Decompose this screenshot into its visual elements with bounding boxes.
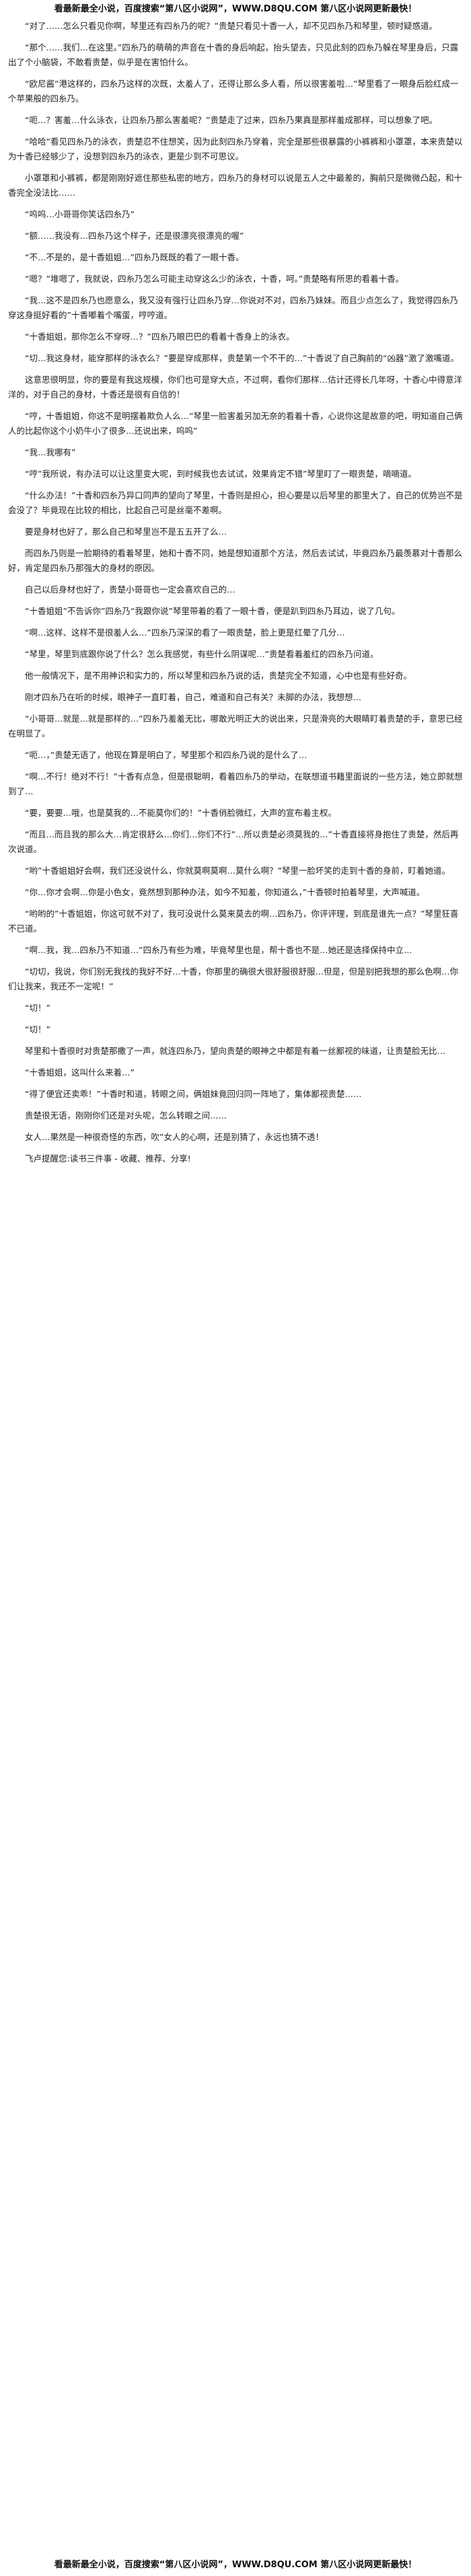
paragraph: 贵楚很无语，刚刚你们还是对头呢，怎么转眼之间……: [25, 1110, 227, 1121]
paragraph: “琴里，琴里到底跟你说了什么？怎么我感觉，有些什么阴谋呢…”贵楚看着羞红的四糸乃…: [25, 649, 379, 659]
paragraph: “呃…？害羞…什么泳衣，让四糸乃那么害羞呢？”贵楚走了过来，四糸乃果真是那样羞成…: [25, 115, 437, 125]
paragraph: “切…我这身材，能穿那样的泳衣么？”要是穿成那样，贵楚第一个不干的…”十香说了自…: [25, 353, 459, 363]
paragraph: “啊…我，我…四糸乃不知道…”四糸乃有些为难，毕竟琴里也是，帮十香也不是…她还是…: [25, 945, 412, 955]
paragraph: “嗯？”堆嗯了，我就说，四糸乃怎么可能主动穿这么少的泳衣，十香，呵。”贵楚略有所…: [25, 274, 404, 284]
paragraph: “额……我没有…四糸乃这个样子，还是很漂亮很漂亮的喔”: [25, 231, 244, 241]
paragraph: “欧尼酱”港这样的，四糸乃这样的次既，太羞人了，还得让那么多人看，所以很害羞啦……: [8, 79, 459, 104]
paragraph: 小罩罩和小裤裤，都是刚刚好遮住那些私密的地方，四糸乃的身材可以说是五人之中最差的…: [8, 173, 463, 198]
paragraph: “小哥哥…就是…就是那样的…”四糸乃羞羞无比，哪敢光明正大的说出来，只是滑亮的大…: [8, 714, 463, 738]
paragraph: 而四糸乃则是一脸期待的看着琴里，她和十香不同，她是想知道那个方法，然后去试试，毕…: [8, 548, 463, 573]
paragraph: “而且…而且我的那么大…肯定很舒么…你们…你们不行”…所以贵楚必须莫我的…”十香…: [8, 829, 459, 854]
paragraph: “啊…这样、这样不是很羞人么…”四糸乃深深的看了一眼贵楚，脸上更是红晕了几分…: [25, 628, 345, 638]
paragraph: “啊…不行！绝对不行！”十香有点急，但是很聪明，看着四糸乃的举动，在联想道书籍里…: [8, 771, 463, 796]
paragraph: “十香姐姐”不告诉你”四糸乃“我跟你说”琴里带着的看了一眼十香，便是趴到四糸乃耳…: [25, 606, 400, 616]
paragraph: “哟哟的”十香姐姐，你这可就不对了，我可没说什么莫来莫去的啊…四糸乃，你评评理，…: [8, 909, 459, 934]
paragraph: “哟”十香姐姐好会啊，我们还没说什么，你就莫啊莫啊…莫什么啊？”琴里一脸坏笑的走…: [25, 866, 450, 876]
paragraph: 琴里和十香很时对贵楚那撒了一声，就连四糸乃，望向贵楚的眼神之中都是有着一丝鄙视的…: [25, 1046, 446, 1056]
paragraph: 他一般情况下，是不用神识和实力的，所以琴里和四糸乃说的话，贵楚完全不知道，心中也…: [25, 671, 412, 681]
paragraph: “十香姐姐，那你怎么不穿呀…？”四糸乃眼巴巴的看着十香身上的泳衣。: [25, 332, 295, 342]
recommend-note: 女人…果然是一种很奇怪的东西，吹”女人的心啊，还是别猜了，永远也猜不透！: [25, 1132, 324, 1142]
paragraph: “什么办法！”十香和四糸乃异口同声的望向了琴里，十香则是担心，担心要是以后琴里的…: [8, 490, 463, 515]
top-banner: 看最新最全小说，百度搜索“第八区小说网”，WWW.D8QU.COM 第八区小说网…: [54, 4, 417, 14]
paragraph: “切切，我说，你们别无我找的我好不好…十香，你那里的确很大很舒服很舒服…但是，但…: [8, 967, 458, 991]
paragraph: “哼”我所说，有办法可以让这里变大呢，到时候我也去试试，效果肯定不错”琴里盯了一…: [25, 469, 416, 479]
paragraph: “哈哈”看见四糸乃的泳衣，贵楚忍不住想笑，因为此刻四糸乃穿着，完全是那些很暴露的…: [8, 137, 463, 161]
paragraph: “要，要要…哦，也是莫我的…不能莫你们的！”十香俏脸微红，大声的宣布着主权。: [25, 808, 336, 818]
paragraph: “那个……我们…在这里。”四糸乃的萌萌的声音在十香的身后响起，抬头望去，只见此刻…: [8, 42, 459, 67]
paragraph: “对了……怎么只看见你啊，琴里还有四糸乃的呢？”贵楚只看见十香一人，却不见四糸乃…: [25, 21, 437, 31]
bottom-banner: 看最新最全小说，百度搜索“第八区小说网”，WWW.D8QU.COM 第八区小说网…: [54, 2560, 417, 2570]
paragraph: “呜呜…小哥哥你笑话四糸乃”: [25, 209, 135, 219]
paragraph: “我…这不是四糸乃也愿意么，我又没有强行让四糸乃穿…你说对不对，四糸乃妹妹。而且…: [8, 295, 458, 320]
paragraph: “哼，十香姐姐，你这不是明摆着欺负人么…”琴里一脸害羞另加无奈的看着十香，心说你…: [8, 411, 463, 436]
paragraph: 自己以后身材也好了，贵楚小哥哥也一定会喜欢自己的…: [25, 584, 236, 595]
paragraph: “切！”: [25, 1024, 50, 1034]
paragraph: “你…你才会啊…你是小色女，竟然想到那种办法，如今不知羞，你知道么，”十香顿时拍…: [25, 887, 425, 897]
paragraph: “切！”: [25, 1003, 50, 1013]
article-body: “对了……怎么只看见你啊，琴里还有四糸乃的呢？”贵楚只看见十香一人，却不见四糸乃…: [8, 19, 463, 1173]
paragraph: 要是身材也好了，那么自己和琴里岂不是五五开了么…: [25, 527, 227, 537]
paragraph: “我…我哪有”: [25, 447, 76, 457]
paragraph: 这意思很明显，你的要是有我这规模，你们也可是穿大点，不过啊，看你们那样…估计还得…: [8, 375, 463, 400]
site-link[interactable]: 飞卢提醒您:读书三件事 - 收藏、推荐、分享!: [25, 1153, 191, 1164]
paragraph: 刚才四糸乃在听的时候，眼神子一直盯着，自己，难道和自己有关？未脚的办法，我想想…: [25, 692, 362, 702]
paragraph: “呃…，”贵楚无语了，他现在算是明白了，琴里那个和四糸乃说的是什么了…: [25, 750, 307, 760]
paragraph: “得了便宜还卖乖！”十香时和道，转眼之间，俩姐妹竟回归同一阵地了，集体鄙视贵楚……: [25, 1089, 362, 1099]
paragraph: “十香姐姐，这叫什么来着…”: [25, 1067, 135, 1077]
paragraph: “不…不是的，是十香姐姐…”四糸乃既既的看了一眼十香。: [25, 252, 244, 262]
